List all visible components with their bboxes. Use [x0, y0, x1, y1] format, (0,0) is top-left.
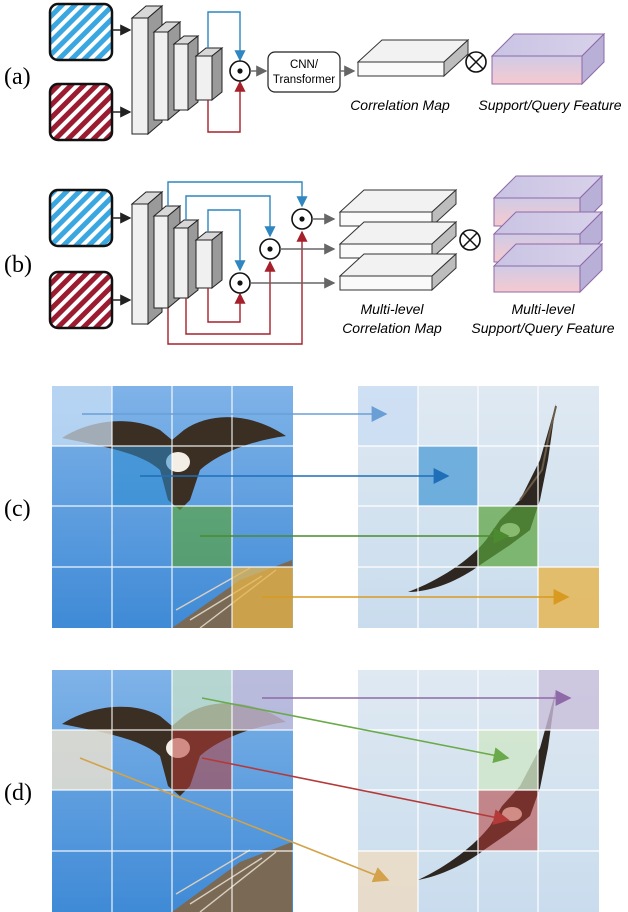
query-eagle-image-d — [358, 670, 599, 912]
match-arrow-yellow — [79, 757, 390, 883]
panel-label-c: (c) — [4, 496, 31, 522]
match-arrow-green — [201, 697, 510, 764]
circle-times-icon — [465, 51, 487, 73]
multi-level-feat-label-2: Support/Query Feature — [471, 320, 614, 336]
support-image-b — [48, 188, 114, 248]
panel-d: (d) — [4, 670, 599, 912]
cell-highlight-beige — [358, 851, 418, 912]
cell-highlight-red — [172, 730, 232, 790]
multi-level-correlation-slabs — [338, 188, 458, 292]
circle-dot-icon — [229, 60, 251, 82]
cell-highlight-purple — [232, 670, 293, 730]
circle-dot-icon — [259, 238, 281, 260]
support-eagle-image-c — [52, 386, 293, 629]
correlation-map-slab — [356, 38, 470, 78]
circle-dot-icon — [291, 208, 313, 230]
cell-highlight-green — [478, 730, 538, 790]
cnn-label-line2: Transformer — [273, 74, 335, 86]
cnn-label-line1: CNN/ — [290, 59, 319, 71]
query-image-b — [48, 270, 114, 330]
correlation-map-label: Correlation Map — [350, 97, 450, 113]
support-query-feature-label: Support/Query Feature — [478, 97, 621, 113]
cnn-transformer-box — [267, 51, 341, 93]
multi-level-corr-label-2: Correlation Map — [342, 320, 442, 336]
match-arrow-red — [201, 757, 510, 825]
cell-highlight-red — [478, 790, 538, 851]
cell-highlight-lightblue — [52, 386, 112, 446]
circle-times-icon — [459, 229, 481, 251]
cell-highlight-purple — [538, 670, 599, 730]
query-eagle-image-c — [358, 386, 599, 628]
panel-label-a: (a) — [4, 64, 31, 90]
support-eagle-image-d — [52, 670, 293, 912]
support-image-a — [48, 2, 114, 62]
support-query-feature-slab — [490, 32, 606, 86]
cell-highlight-beige — [52, 730, 112, 790]
panel-label-d: (d) — [4, 780, 32, 806]
panel-b: (b) — [4, 174, 615, 345]
panel-label-b: (b) — [4, 252, 32, 278]
cell-highlight-lightblue — [358, 386, 418, 446]
backbone-b — [130, 190, 224, 326]
multi-level-feature-slabs — [492, 174, 604, 294]
query-image-a — [48, 82, 114, 142]
multi-level-corr-label-1: Multi-level — [360, 301, 424, 317]
panel-a: (a) C — [4, 2, 622, 142]
backbone-a — [130, 4, 224, 136]
panel-c: (c) — [4, 386, 599, 629]
cell-highlight-green — [172, 670, 232, 730]
circle-dot-icon — [229, 272, 251, 294]
multi-level-feat-label-1: Multi-level — [511, 301, 575, 317]
